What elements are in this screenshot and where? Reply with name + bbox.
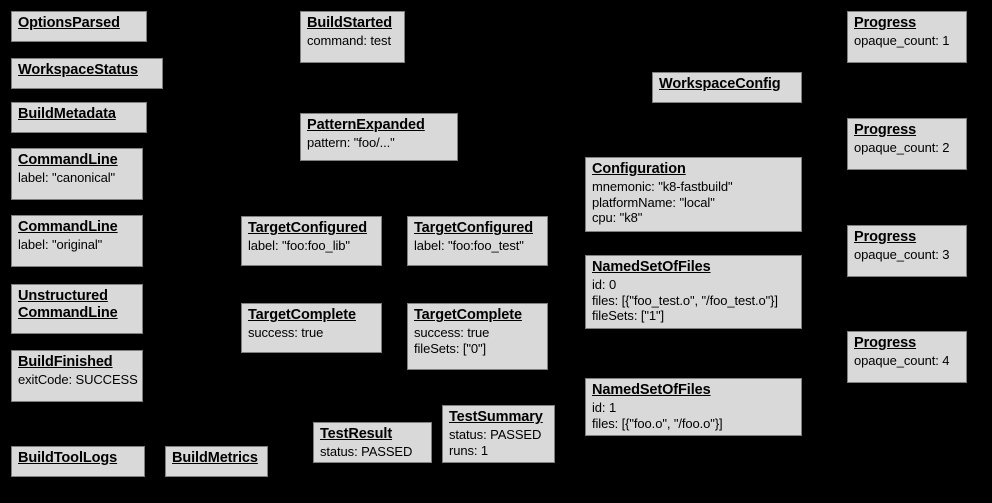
node-title: BuildToolLogs — [18, 450, 118, 466]
node-attributes: opaque_count: 1 — [854, 33, 960, 49]
node-attribute: opaque_count: 2 — [854, 140, 950, 155]
node-build-metrics[interactable]: BuildMetrics — [165, 446, 268, 477]
node-attribute: mnemonic: "k8-fastbuild" — [592, 179, 733, 194]
node-pattern-expanded[interactable]: PatternExpanded pattern: "foo/..." — [300, 113, 458, 161]
node-workspace-status[interactable]: WorkspaceStatus — [11, 58, 163, 89]
node-options-parsed[interactable]: OptionsParsed — [11, 11, 147, 42]
node-title: OptionsParsed — [18, 15, 120, 31]
node-title: WorkspaceConfig — [659, 76, 781, 92]
node-attribute: platformName: "local" — [592, 194, 715, 210]
node-attributes: label: "canonical" — [18, 170, 136, 186]
node-attribute: opaque_count: 1 — [854, 33, 950, 48]
node-attribute: label: "original" — [18, 237, 103, 252]
node-title: PatternExpanded — [307, 117, 425, 133]
node-attribute: success: true — [248, 325, 324, 340]
node-attribute: id: 0 — [592, 277, 617, 292]
node-command-line-original[interactable]: CommandLine label: "original" — [11, 215, 143, 267]
node-attributes: mnemonic: "k8-fastbuild"platformName: "l… — [592, 179, 795, 226]
node-attribute: cpu: "k8" — [592, 210, 643, 225]
node-attribute: success: true — [414, 325, 490, 340]
node-title: TargetComplete — [414, 307, 522, 323]
node-attribute: files: [{"foo_test.o", "/foo_test.o"}] — [592, 292, 778, 308]
node-title: TargetConfigured — [248, 220, 367, 236]
node-attribute: pattern: "foo/..." — [307, 135, 395, 150]
node-attributes: exitCode: SUCCESS — [18, 372, 138, 388]
node-title: TargetConfigured — [414, 220, 533, 236]
node-unstructured-command-line[interactable]: Unstructured CommandLine — [11, 284, 143, 334]
node-attribute: fileSets: ["0"] — [414, 340, 487, 356]
node-title: Configuration — [592, 161, 686, 177]
node-title: CommandLine — [18, 152, 118, 168]
node-title: TestResult — [320, 426, 393, 442]
node-progress-1[interactable]: Progress opaque_count: 1 — [847, 11, 967, 63]
node-attributes: opaque_count: 3 — [854, 247, 960, 263]
node-attributes: status: PASSED — [320, 444, 425, 460]
node-title: Progress — [854, 122, 917, 138]
node-attributes: pattern: "foo/..." — [307, 135, 451, 151]
node-attributes: opaque_count: 4 — [854, 353, 960, 369]
node-build-started[interactable]: BuildStarted command: test — [300, 11, 405, 63]
node-attribute: runs: 1 — [449, 442, 489, 458]
node-build-finished[interactable]: BuildFinished exitCode: SUCCESS — [11, 350, 143, 402]
node-attribute: opaque_count: 4 — [854, 353, 950, 368]
node-attributes: success: true — [248, 325, 375, 341]
node-attributes: label: "original" — [18, 237, 136, 253]
node-attribute: command: test — [307, 33, 391, 48]
node-test-result[interactable]: TestResult status: PASSED — [313, 422, 432, 463]
node-progress-2[interactable]: Progress opaque_count: 2 — [847, 118, 967, 170]
node-attribute: label: "canonical" — [18, 170, 116, 185]
node-progress-3[interactable]: Progress opaque_count: 3 — [847, 225, 967, 277]
node-title: TargetComplete — [248, 307, 356, 323]
node-attribute: exitCode: SUCCESS — [18, 372, 138, 387]
node-attribute: label: "foo:foo_test" — [414, 238, 524, 253]
node-title: Progress — [854, 335, 917, 351]
node-attribute: files: [{"foo.o", "/foo.o"}] — [592, 415, 723, 431]
node-attribute: fileSets: ["1"] — [592, 308, 665, 323]
node-build-metadata[interactable]: BuildMetadata — [11, 102, 147, 133]
node-title: BuildFinished — [18, 354, 113, 370]
node-attributes: opaque_count: 2 — [854, 140, 960, 156]
node-target-configured-foo-lib[interactable]: TargetConfigured label: "foo:foo_lib" — [241, 216, 382, 266]
node-target-configured-foo-test[interactable]: TargetConfigured label: "foo:foo_test" — [407, 216, 548, 266]
node-build-tool-logs[interactable]: BuildToolLogs — [11, 446, 145, 477]
node-workspace-config[interactable]: WorkspaceConfig — [652, 72, 802, 103]
node-title: NamedSetOfFiles — [592, 382, 711, 398]
node-attribute: status: PASSED — [320, 444, 413, 459]
node-attribute: label: "foo:foo_lib" — [248, 238, 350, 253]
node-command-line-canonical[interactable]: CommandLine label: "canonical" — [11, 148, 143, 200]
node-title: WorkspaceStatus — [18, 62, 138, 78]
node-title: Progress — [854, 15, 917, 31]
node-title: Unstructured CommandLine — [18, 288, 118, 321]
node-attribute: status: PASSED — [449, 427, 542, 442]
node-target-complete-foo-lib[interactable]: TargetComplete success: true — [241, 303, 382, 353]
node-title: CommandLine — [18, 219, 118, 235]
node-attribute: opaque_count: 3 — [854, 247, 950, 262]
node-attributes: command: test — [307, 33, 398, 49]
node-attributes: label: "foo:foo_lib" — [248, 238, 375, 254]
node-title: BuildMetadata — [18, 106, 116, 122]
node-progress-4[interactable]: Progress opaque_count: 4 — [847, 331, 967, 383]
node-title: TestSummary — [449, 409, 543, 425]
node-title: BuildMetrics — [172, 450, 258, 466]
node-title: BuildStarted — [307, 15, 393, 31]
node-title: NamedSetOfFiles — [592, 259, 711, 275]
node-configuration[interactable]: Configuration mnemonic: "k8-fastbuild"pla… — [585, 157, 802, 232]
node-attributes: label: "foo:foo_test" — [414, 238, 541, 254]
node-title: Progress — [854, 229, 917, 245]
node-attribute: id: 1 — [592, 400, 617, 415]
